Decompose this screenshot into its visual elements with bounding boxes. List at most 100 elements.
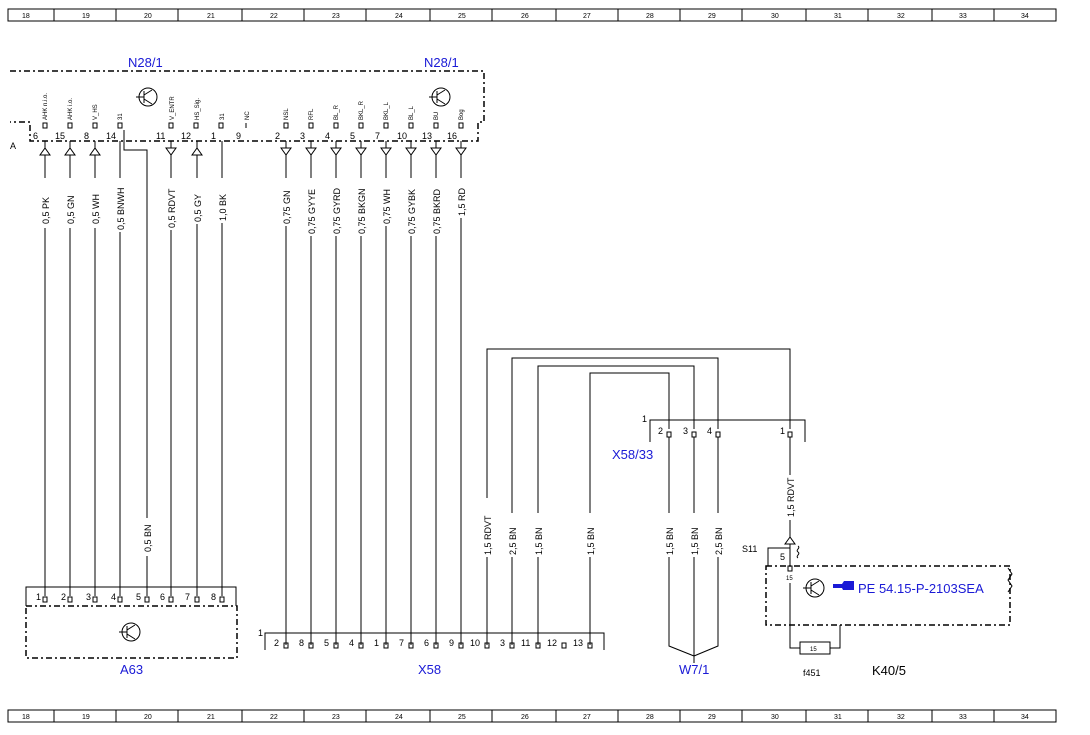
- x58-33-pin-number: 2: [658, 426, 663, 436]
- x58-pin-number: 7: [399, 638, 404, 648]
- wire-label: 0,75 GYRD: [332, 187, 342, 234]
- ref-link[interactable]: PE 54.15-P-2103SEA: [858, 581, 984, 596]
- a63-module: 1 2 3 4 5 6 7 8 A63 0,5 BN: [25, 524, 238, 677]
- n28-pin-number: 4: [325, 131, 330, 141]
- wire-label: 1,5 BN: [690, 527, 700, 555]
- wire-label: 1,5 RDVT: [786, 477, 796, 517]
- transistor-icon: [803, 578, 825, 598]
- n28-module: N28/1 N28/1 A AHK n.i.o. AHK i.o. V_HS 3…: [10, 55, 485, 151]
- grid-label: 29: [708, 714, 716, 721]
- grid-label: 18: [22, 714, 30, 721]
- grid-label: 19: [82, 13, 90, 20]
- transistor-icon: [119, 622, 141, 642]
- wire-label: 1,5 BN: [586, 527, 596, 555]
- transistor-icon: [429, 87, 451, 107]
- k40-pin-number: 15: [786, 576, 793, 582]
- x58-label: X58: [418, 662, 441, 677]
- n28-pin-number: 5: [350, 131, 355, 141]
- n28-pin-signal: BKL_R: [359, 100, 365, 120]
- n28-pin-number: 12: [181, 131, 191, 141]
- grid-top: 18 19 20 21 22 23 24 25 26 27 28 29 30 3…: [7, 8, 1057, 22]
- wire-label: 2,5 BN: [508, 527, 518, 555]
- grid-label: 34: [1021, 714, 1029, 721]
- x58-33-pin-number: 4: [707, 426, 712, 436]
- wire-label: 0,5 GN: [66, 195, 76, 224]
- grid-label: 30: [771, 714, 779, 721]
- wire-label: 0,5 GY: [193, 194, 203, 222]
- x58-pin-number: 11: [521, 638, 530, 648]
- grid-label: 33: [959, 714, 967, 721]
- grid-label: 25: [458, 13, 466, 20]
- wire-label: 0,75 WH: [382, 189, 392, 224]
- pointing-hand-icon[interactable]: [833, 581, 854, 590]
- n28-pin-number: 13: [422, 131, 432, 141]
- x58-pin-number: 6: [424, 638, 429, 648]
- wire-label: 1,5 BN: [534, 527, 544, 555]
- n28-pin-number: 6: [33, 131, 38, 141]
- n28-pin-signal: 31: [220, 113, 226, 120]
- x58-pin-number: 3: [500, 638, 505, 648]
- a63-pin-number: 3: [86, 592, 91, 602]
- grid-label: 27: [583, 13, 591, 20]
- n28-pin-signal: BKL_L: [384, 101, 390, 120]
- n28-pin-signal: V_ENTR: [170, 96, 176, 120]
- grid-label: 24: [395, 714, 403, 721]
- n28-pin-signal: V_HS: [93, 104, 99, 120]
- n28-pin-number: 9: [236, 131, 241, 141]
- grid-label: 34: [1021, 13, 1029, 20]
- wire-label: 0,75 GYYE: [307, 189, 317, 234]
- n28-pin-number: 3: [300, 131, 305, 141]
- x58-connector: 1 2 8 5 4 1 7 6 9 10 3 11 12 13 X58: [258, 628, 605, 677]
- grid-label: 29: [708, 13, 716, 20]
- n28-side-label: A: [10, 141, 16, 151]
- n28-pin-signal: NC: [245, 111, 251, 120]
- wire-label: 0,5 BN: [143, 524, 153, 552]
- n28-pin-terminals: [42, 122, 464, 129]
- a63-pin-number: 5: [136, 592, 141, 602]
- n28-pin-number: 15: [55, 131, 65, 141]
- grid-label: 25: [458, 714, 466, 721]
- grid-label: 22: [270, 714, 278, 721]
- grid-label: 30: [771, 13, 779, 20]
- wire-label: 1,5 BN: [665, 527, 675, 555]
- n28-pin-number: 7: [375, 131, 380, 141]
- wire-label: 0,75 BKGN: [357, 188, 367, 234]
- grid-label: 20: [144, 714, 152, 721]
- a63-pin-number: 6: [160, 592, 165, 602]
- n28-pin-signal: BU: [434, 112, 440, 120]
- x58-pin-terminals: [283, 642, 593, 649]
- x58-pin-number: 1: [374, 638, 379, 648]
- n28-pin-signal: BL_L: [409, 105, 415, 120]
- k40-module: S11 5 15 PE 54.15-P-2103SEA 15 f451 K40/…: [742, 536, 1013, 678]
- wire-label: 0,5 BNWH: [116, 187, 126, 230]
- wire-label: 0,75 GYBK: [407, 189, 417, 234]
- x58-pin-number: 5: [324, 638, 329, 648]
- x58-33-pin-number: 1: [780, 426, 785, 436]
- grid-label: 26: [521, 13, 529, 20]
- grid-label: 23: [332, 714, 340, 721]
- grid-label: 26: [521, 714, 529, 721]
- grid-bottom: 18 19 20 21 22 23 24 25 26 27 28 29 30 3…: [7, 709, 1057, 723]
- grid-label: 22: [270, 13, 278, 20]
- wire-label: 0,75 BKRD: [432, 188, 442, 234]
- x58-33-label: X58/33: [612, 447, 653, 462]
- wire-label: 0,75 GN: [282, 190, 292, 224]
- n28-pin-signal: AHK i.o.: [68, 98, 74, 120]
- grid-label: 33: [959, 13, 967, 20]
- x58-pin-number: 10: [470, 638, 480, 648]
- wire-label: 0,5 PK: [41, 197, 51, 224]
- grid-label: 28: [646, 714, 654, 721]
- a63-pin-number: 2: [61, 592, 66, 602]
- n28-pin-signal: Bog: [459, 109, 465, 120]
- f451-label: f451: [803, 668, 821, 678]
- s11-label: S11: [742, 544, 757, 554]
- n28-pin-number: 14: [106, 131, 116, 141]
- w7-label: W7/1: [679, 662, 709, 677]
- a63-pin-terminals: [42, 596, 225, 603]
- wire-label: 2,5 BN: [714, 527, 724, 555]
- grid-label: 28: [646, 13, 654, 20]
- wire-label: 1,5 RDVT: [483, 515, 493, 555]
- grid-label: 32: [897, 13, 905, 20]
- n28-pin-number: 11: [156, 131, 165, 141]
